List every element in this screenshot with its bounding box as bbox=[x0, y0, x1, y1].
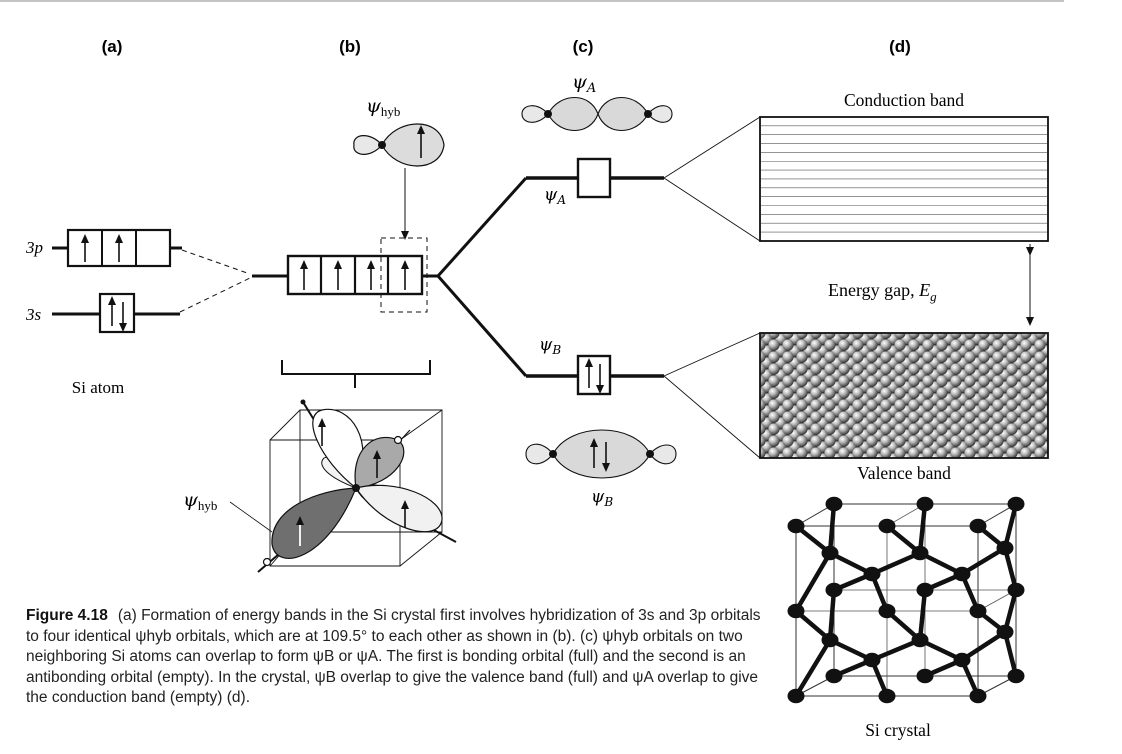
lattice-line bbox=[871, 550, 921, 577]
si-atom-levels: 3p 3s Si atom bbox=[25, 228, 251, 397]
lattice-line bbox=[1002, 503, 1019, 549]
lattice-line bbox=[794, 638, 832, 698]
valence-band-label: Valence band bbox=[857, 463, 951, 483]
hybrid-orbital-level: ψhyb bbox=[252, 95, 445, 388]
si-atom-ball bbox=[878, 603, 896, 619]
si-atom-ball bbox=[996, 624, 1014, 640]
si-atom-ball bbox=[1007, 496, 1025, 512]
si-atom-ball bbox=[911, 632, 929, 648]
bracket bbox=[281, 360, 431, 375]
si-atom-ball bbox=[1007, 582, 1025, 598]
hyb-large-lobe bbox=[381, 123, 445, 167]
lattice-line bbox=[871, 637, 921, 663]
si-atom-ball bbox=[878, 518, 896, 534]
psi-a-lobe-left bbox=[547, 97, 599, 131]
hyb-lobe-lower-right bbox=[355, 484, 443, 533]
si-atom-ball bbox=[863, 652, 881, 668]
si-atom-label: Si atom bbox=[72, 378, 124, 397]
tetrahedral-hybrid-cube: ψhyb bbox=[183, 399, 457, 573]
si-atom-ball bbox=[916, 582, 934, 598]
si-atom-ball bbox=[969, 688, 987, 704]
si-atom-ball bbox=[969, 603, 987, 619]
psi-b-orbital-box bbox=[576, 354, 612, 396]
lattice-line bbox=[827, 503, 837, 554]
conduction-band-label: Conduction band bbox=[844, 90, 964, 110]
lattice-line bbox=[827, 589, 837, 641]
si-crystal-lattice bbox=[787, 496, 1025, 704]
si-atom-ball bbox=[787, 688, 805, 704]
si-atom-ball bbox=[953, 652, 971, 668]
hyb-lobe-lower-left bbox=[271, 487, 357, 559]
psi-a-orbital-box bbox=[576, 157, 612, 199]
panel-label-c: (c) bbox=[573, 37, 594, 56]
si-atom-ball bbox=[916, 496, 934, 512]
psi-a-lobe-right bbox=[597, 97, 649, 131]
3s-orbital-box bbox=[98, 292, 136, 334]
label-3s: 3s bbox=[25, 305, 42, 324]
si-crystal-label: Si crystal bbox=[865, 720, 931, 740]
si-atom-ball bbox=[911, 545, 929, 561]
psi-b-orbital-label: ψB bbox=[591, 487, 613, 509]
caption-text: (a) Formation of energy bands in the Si … bbox=[26, 607, 761, 706]
panel-label-a: (a) bbox=[102, 37, 123, 56]
psi-hyb-label-top: ψhyb bbox=[366, 95, 400, 119]
label-3p: 3p bbox=[25, 238, 43, 257]
panel-label-d: (d) bbox=[889, 37, 911, 56]
psi-b-level-label: ψB bbox=[539, 335, 561, 357]
si-atom-ball bbox=[825, 496, 843, 512]
lattice-line bbox=[917, 503, 928, 554]
molecular-orbital-levels: ψA ψB ψA ψB bbox=[436, 71, 761, 509]
valence-band bbox=[759, 332, 1049, 459]
lattice-line bbox=[1002, 631, 1019, 677]
si-atom-ball bbox=[996, 540, 1014, 556]
si-atom-ball bbox=[969, 518, 987, 534]
si-atom-ball bbox=[787, 518, 805, 534]
psi-a-level-label: ψA bbox=[544, 185, 566, 207]
energy-gap-label: Energy gap, Eg bbox=[828, 280, 937, 304]
si-atom-ball bbox=[821, 545, 839, 561]
lattice-line bbox=[794, 551, 832, 613]
figure-number: Figure 4.18 bbox=[26, 607, 108, 624]
si-atom-ball bbox=[787, 603, 805, 619]
psi-a-orbital-label: ψA bbox=[572, 71, 596, 96]
lattice-line bbox=[917, 589, 928, 641]
si-atom-ball bbox=[1007, 668, 1025, 684]
figure-caption: Figure 4.18(a) Formation of energy bands… bbox=[26, 606, 771, 709]
si-atom-ball bbox=[825, 668, 843, 684]
psi-hyb-label-cube: ψhyb bbox=[183, 489, 217, 513]
energy-bands: Conduction band Energy gap, Eg Valence b… bbox=[759, 90, 1049, 483]
lattice-line bbox=[960, 546, 1007, 576]
psi-b-lobe bbox=[552, 429, 651, 479]
si-atom-ball bbox=[878, 688, 896, 704]
si-atom-ball bbox=[825, 582, 843, 598]
panel-label-b: (b) bbox=[339, 37, 361, 56]
si-atom-ball bbox=[953, 566, 971, 582]
hyb-small-lobe bbox=[353, 135, 383, 155]
lattice-line bbox=[960, 630, 1007, 662]
si-atom-ball bbox=[863, 566, 881, 582]
si-atom-ball bbox=[916, 668, 934, 684]
si-atom-ball bbox=[821, 632, 839, 648]
